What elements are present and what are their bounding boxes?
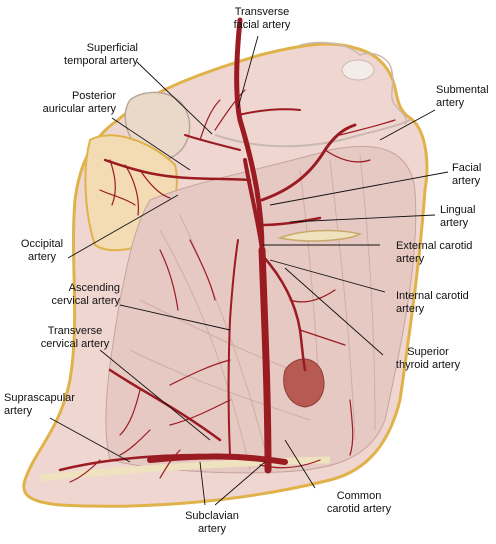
label-line: Transverse	[47, 325, 103, 337]
label-line: artery	[436, 97, 465, 109]
label-line: Occipital	[20, 238, 64, 250]
label-line: Superficial	[86, 42, 138, 54]
label-line: artery	[4, 405, 33, 417]
label-line: Lingual	[440, 204, 476, 216]
label-line: thyroid artery	[395, 359, 461, 371]
label-submental-artery: Submental artery	[436, 84, 489, 110]
label-line: artery	[197, 523, 227, 535]
label-transverse-cervical-artery: Transverse cervical artery	[20, 325, 130, 351]
label-suprascapular-artery: Suprascapular artery	[4, 392, 75, 418]
label-superior-thyroid-artery: Superior thyroid artery	[380, 346, 476, 372]
label-lingual-artery: Lingual artery	[440, 204, 475, 230]
occipital-artery-branch	[103, 158, 252, 182]
internal-carotid-artery	[243, 158, 264, 252]
label-internal-carotid-artery: Internal carotid artery	[396, 290, 469, 316]
transverse-facial-branch	[237, 108, 301, 116]
label-line: Ascending	[68, 282, 120, 294]
label-line: carotid artery	[326, 503, 392, 515]
label-line: cervical artery	[40, 338, 110, 350]
label-line: Subclavian	[185, 510, 239, 522]
face-profile	[299, 41, 407, 126]
label-line: Facial	[452, 162, 482, 174]
label-line: artery	[27, 251, 57, 263]
label-facial-artery: Facial artery	[452, 162, 481, 188]
label-line: auricular artery	[42, 103, 116, 115]
label-line: Common	[336, 490, 382, 502]
label-line: External carotid	[396, 240, 473, 252]
label-line: facial artery	[233, 19, 291, 31]
posterior-auricular-branch	[184, 134, 241, 151]
label-line: artery	[440, 217, 469, 229]
arteries	[58, 17, 396, 483]
label-line: artery	[396, 303, 425, 315]
label-line: artery	[396, 253, 425, 265]
transverse-cervical-branch	[108, 368, 222, 442]
label-line: temporal artery	[64, 55, 138, 67]
ascending-cervical-branch	[227, 239, 239, 456]
suprascapular-branch	[58, 453, 202, 472]
label-line: Transverse	[234, 6, 290, 18]
label-subclavian-artery: Subclavian artery	[172, 510, 252, 536]
lingual-artery-branch	[260, 216, 322, 227]
label-line: Submental	[436, 84, 489, 96]
label-ascending-cervical-artery: Ascending cervical artery	[10, 282, 120, 308]
external-carotid-artery	[234, 17, 265, 253]
thyroid-gland	[283, 358, 325, 408]
label-transverse-facial-artery: Transverse facial artery	[222, 6, 302, 32]
hyoid-bone	[277, 229, 362, 242]
label-occipital-artery: Occipital artery	[12, 238, 72, 264]
subclavian-artery	[147, 453, 288, 465]
label-posterior-auricular-artery: Posterior auricular artery	[8, 90, 116, 116]
label-line: Posterior	[71, 90, 116, 102]
leader-lines	[49, 35, 449, 506]
clavicle	[39, 456, 331, 482]
label-superficial-temporal-artery: Superficial temporal artery	[50, 42, 138, 68]
label-line: artery	[452, 175, 481, 187]
label-common-carotid-artery: Common carotid artery	[314, 490, 404, 516]
nose	[341, 59, 375, 81]
label-external-carotid-artery: External carotid artery	[396, 240, 472, 266]
label-line: Suprascapular	[4, 392, 75, 404]
label-line: Internal carotid	[396, 290, 469, 302]
common-carotid-artery	[258, 246, 272, 474]
label-line: Superior	[407, 346, 449, 358]
label-line: cervical artery	[51, 295, 120, 307]
